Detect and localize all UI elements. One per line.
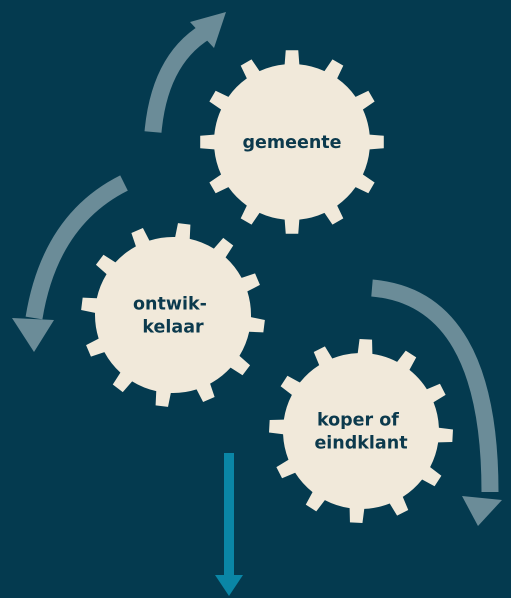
gear-label-line: koper of — [317, 411, 399, 431]
output-arrow — [215, 453, 243, 596]
gear-label-line: kelaar — [142, 318, 204, 338]
cycle-arrow-left — [12, 175, 128, 352]
gear-label-ontwikkelaar: ontwik- kelaar — [133, 295, 213, 338]
gear-label-line: eindklant — [314, 434, 407, 454]
gear-gemeente: gemeente — [200, 50, 384, 234]
gear-koper: koper of eindklant — [269, 339, 453, 523]
cycle-arrow-top — [144, 12, 226, 133]
gear-label-gemeente: gemeente — [242, 133, 341, 153]
gear-label-line: gemeente — [242, 133, 341, 153]
cycle-arrow-right — [371, 279, 502, 526]
gear-label-koper: koper of eindklant — [314, 411, 407, 454]
gear-label-line: ontwik- — [133, 295, 207, 315]
gear-ontwikkelaar: ontwik- kelaar — [81, 223, 265, 407]
